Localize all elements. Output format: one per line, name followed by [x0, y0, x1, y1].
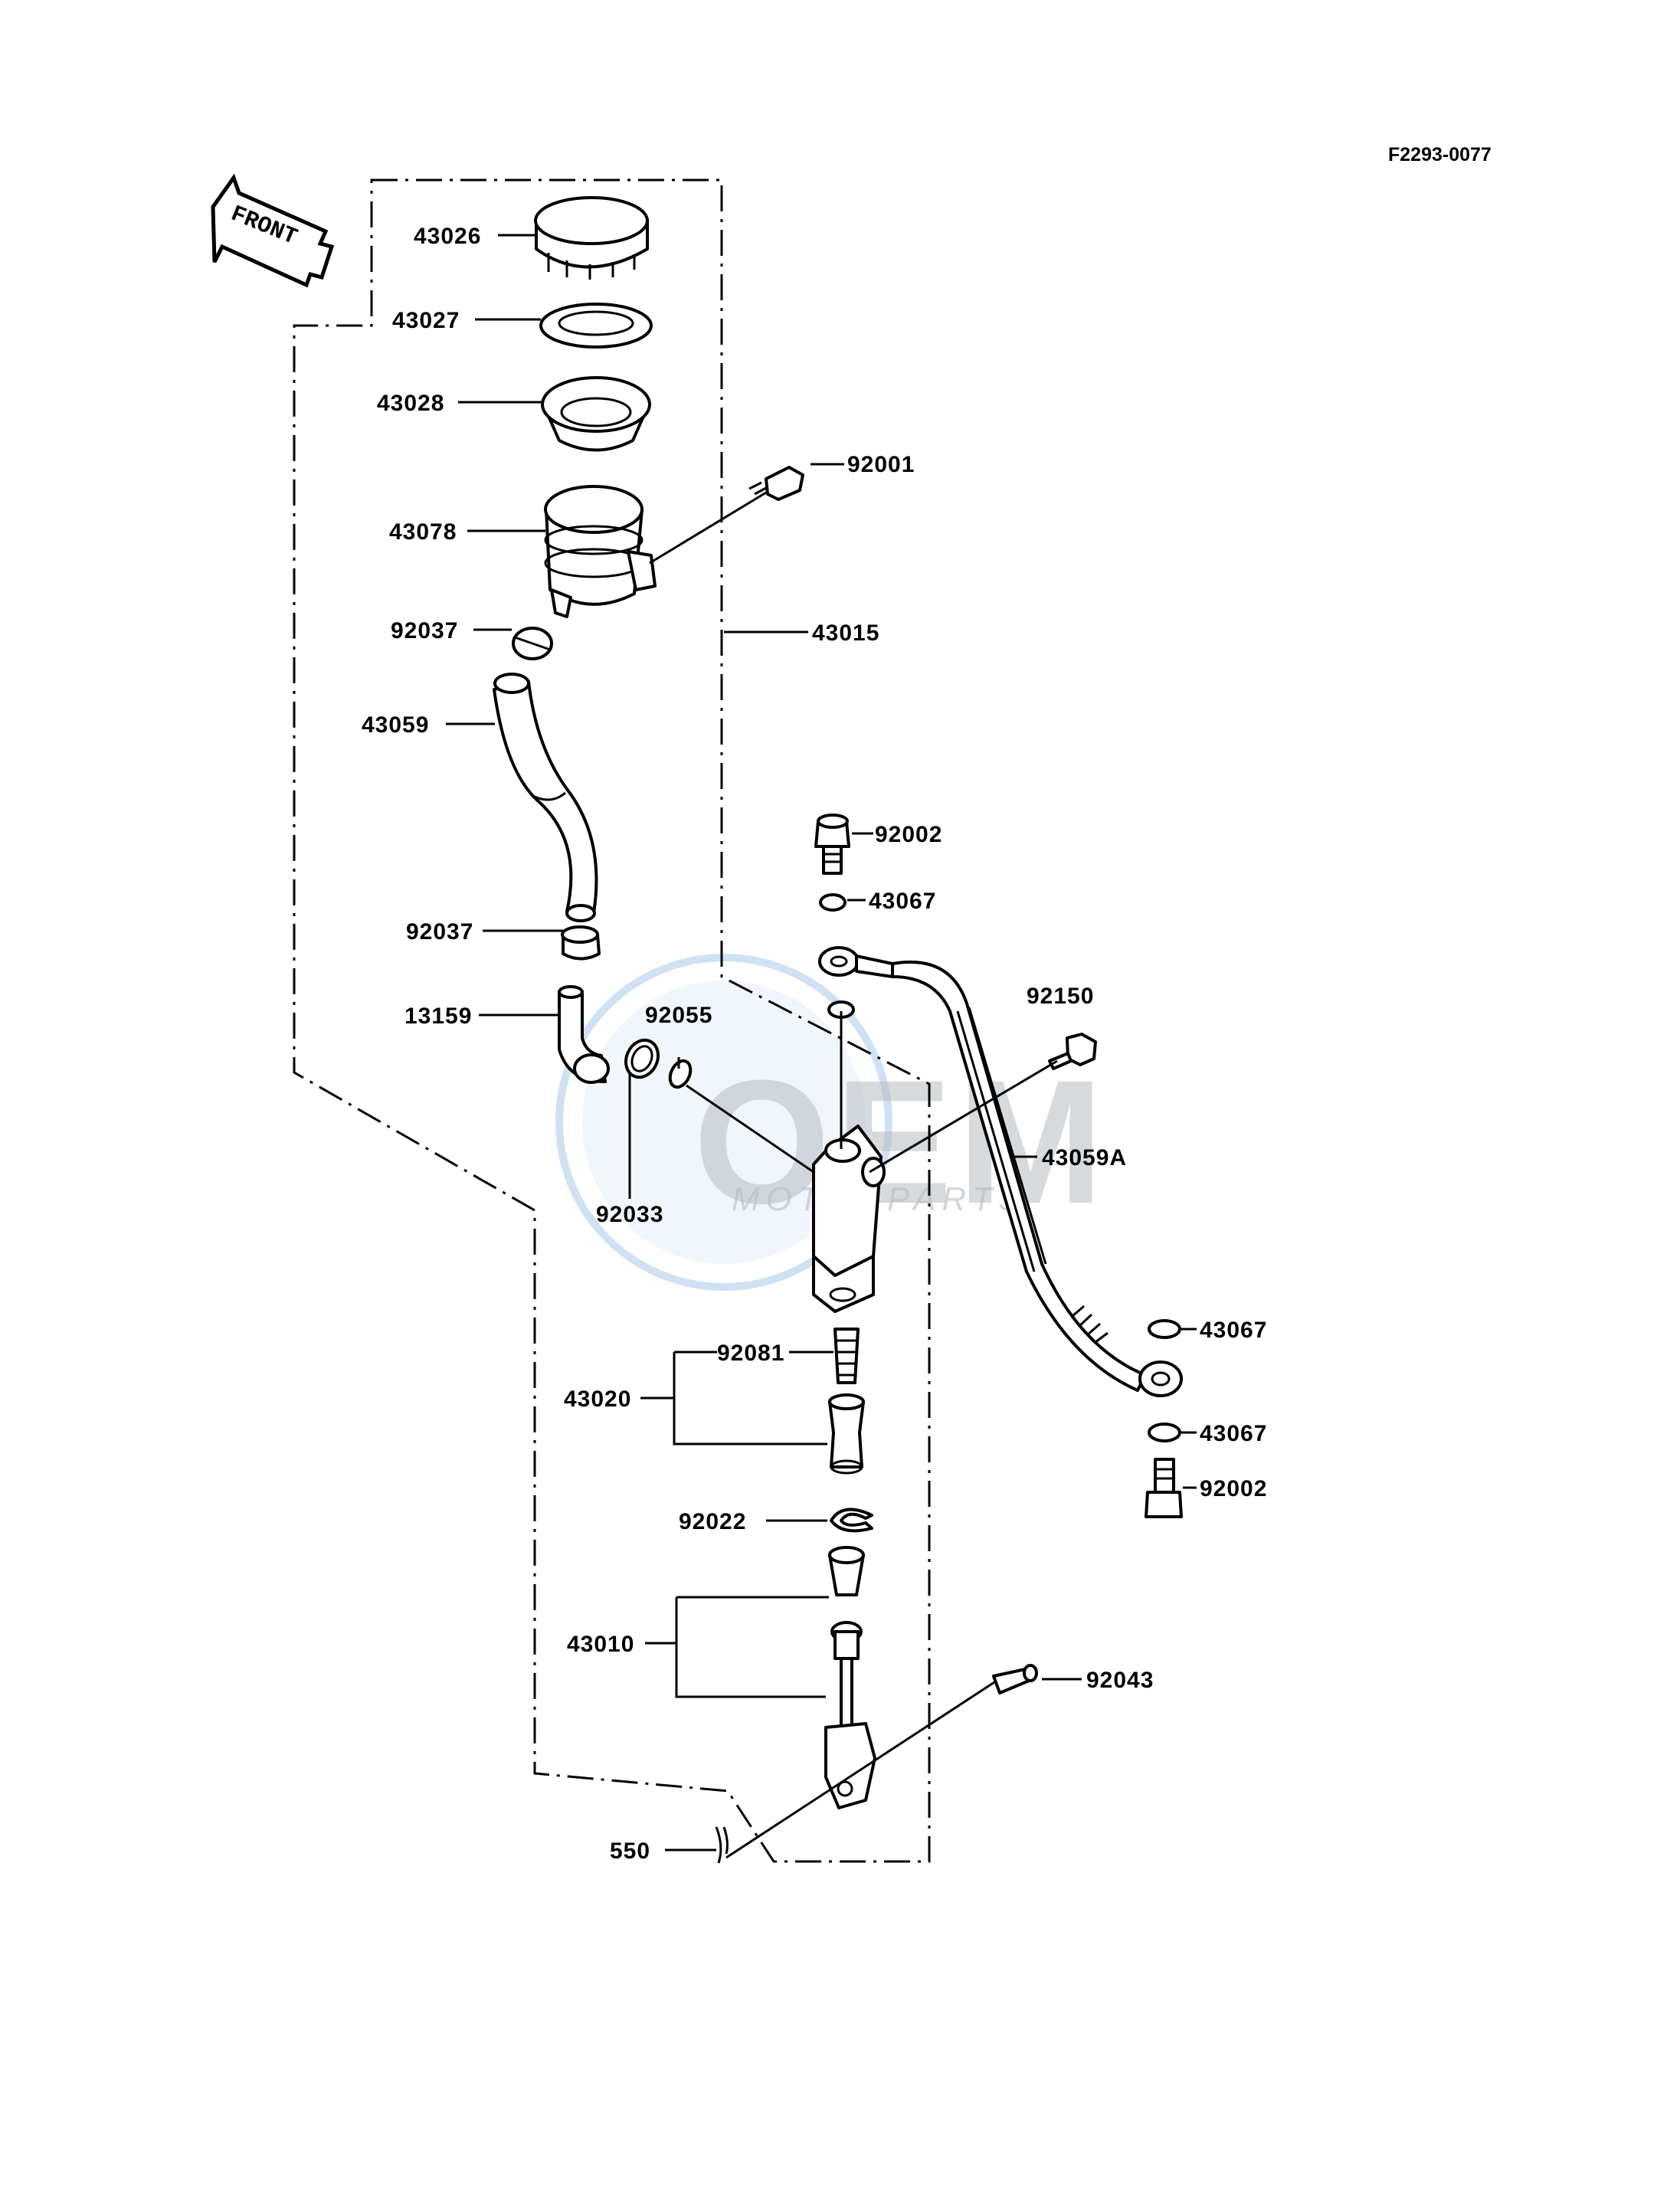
cotter-pin	[715, 1826, 729, 1864]
label-43067-middle: 43067	[1200, 1318, 1267, 1343]
label-43027: 43027	[392, 308, 460, 333]
reservoir	[544, 485, 657, 618]
label-92002-upper: 92002	[875, 822, 942, 847]
washer-upper	[819, 893, 847, 912]
part-labels: 43026 43027 43028 92001 43078 92037 4301…	[362, 224, 1267, 1864]
reservoir-hose	[493, 673, 598, 922]
label-92081: 92081	[717, 1341, 784, 1366]
label-43028: 43028	[377, 391, 444, 416]
front-arrow: FRONT	[211, 173, 335, 288]
label-13159: 13159	[404, 1004, 472, 1029]
label-43059A: 43059A	[1042, 1145, 1127, 1171]
label-92022: 92022	[679, 1509, 746, 1534]
label-92001: 92001	[847, 452, 915, 477]
label-43020: 43020	[564, 1387, 631, 1412]
elbow-fitting	[558, 985, 610, 1084]
label-43026: 43026	[414, 224, 481, 249]
label-550: 550	[610, 1838, 650, 1864]
label-92037-upper: 92037	[391, 618, 458, 643]
label-92150: 92150	[1027, 984, 1094, 1009]
leader-lines	[446, 234, 1197, 1859]
washer-right-1	[1148, 1319, 1181, 1339]
figure-code: F2293-0077	[1388, 144, 1492, 165]
c-clip	[830, 1508, 873, 1533]
assembly-outline	[293, 178, 931, 1863]
label-92002-lower: 92002	[1200, 1476, 1267, 1501]
bolt-92001	[748, 466, 804, 501]
label-92033: 92033	[596, 1202, 663, 1227]
circlip	[624, 1038, 660, 1079]
watermark-brand: OEM	[693, 1043, 1109, 1240]
diaphragm-plate	[539, 303, 653, 349]
banjo-bolt-upper	[814, 814, 850, 875]
master-cylinder-body	[812, 1125, 886, 1313]
cylinder-cup	[828, 1546, 865, 1596]
reservoir-cap	[534, 196, 649, 280]
label-43010: 43010	[567, 1632, 634, 1657]
hose-clamp-lower	[561, 925, 601, 961]
label-43067-upper: 43067	[869, 889, 936, 914]
primary-piston	[828, 1393, 865, 1475]
label-43067-lower: 43067	[1200, 1421, 1267, 1446]
label-43059: 43059	[362, 712, 429, 738]
label-92043: 92043	[1086, 1668, 1154, 1693]
banjo-bolt-lower	[1145, 1458, 1183, 1518]
label-43015: 43015	[812, 620, 879, 646]
label-92037-lower: 92037	[406, 919, 473, 945]
label-92055: 92055	[645, 1003, 712, 1028]
spring	[833, 1328, 860, 1384]
push-rod-clevis	[824, 1621, 876, 1809]
bolt-92150	[1048, 1033, 1097, 1070]
diaphragm	[541, 376, 651, 452]
o-ring	[668, 1059, 693, 1089]
washer-right-2	[1148, 1423, 1181, 1442]
label-43078: 43078	[389, 519, 457, 545]
brake-hose	[818, 946, 1183, 1397]
clevis-pin	[992, 1664, 1038, 1694]
hose-clamp-upper	[512, 627, 553, 660]
